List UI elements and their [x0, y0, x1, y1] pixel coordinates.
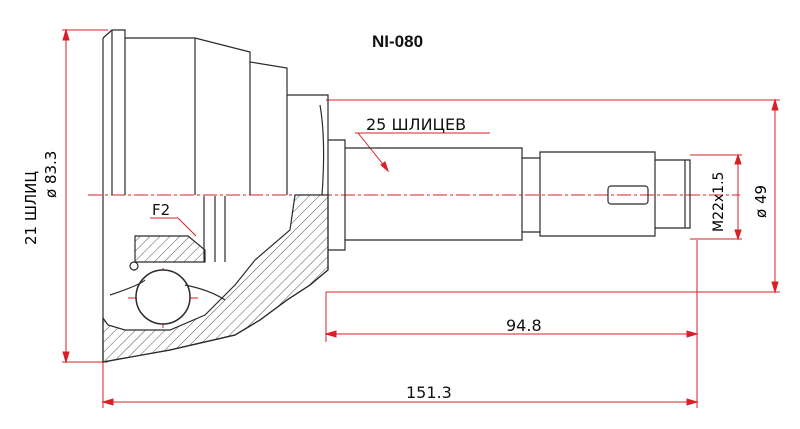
- part-number-title: NI-080: [372, 32, 424, 51]
- total-length-label: 151.3: [406, 383, 452, 402]
- shaft-spline-label: 25 ШЛИЦЕВ: [366, 115, 467, 134]
- ball-bearing: [135, 269, 191, 325]
- outer-diameter-label: ø 83.3: [42, 150, 60, 198]
- dimension-lines: [62, 28, 780, 408]
- shaft-diameter-label: ø 49: [752, 184, 770, 218]
- cut-section: [102, 194, 329, 363]
- section-label: F2: [152, 201, 171, 219]
- joint-outline: [102, 29, 691, 363]
- body-spline-label: 21 ШЛИЦ: [22, 170, 40, 245]
- shaft-length-label: 94.8: [506, 316, 542, 335]
- thread-label: M22x1.5: [711, 171, 727, 232]
